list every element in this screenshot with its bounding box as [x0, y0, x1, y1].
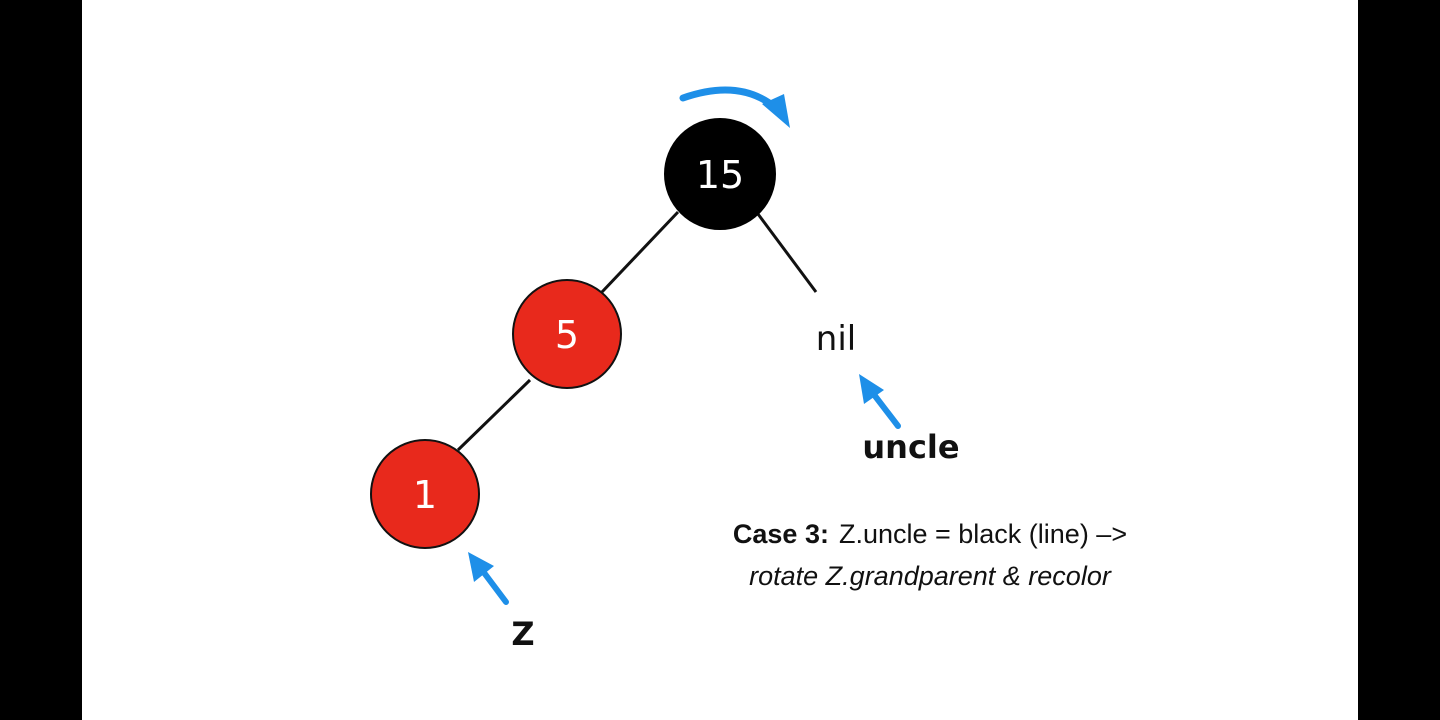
uncle-pointer-arrow-icon [859, 374, 901, 429]
caption-condition: Z.uncle = black (line) –> [838, 519, 1128, 549]
nil-leaf-label: nil [816, 319, 856, 359]
caption-condition-line: Case 3: Z.uncle = black (line) –> [700, 512, 1160, 556]
tree-node-15: 15 [664, 118, 776, 230]
case-caption: Case 3: Z.uncle = black (line) –> rotate … [700, 512, 1160, 596]
uncle-label: uncle [862, 428, 959, 466]
z-pointer-arrow-icon [468, 552, 509, 605]
edge-5-1 [456, 378, 532, 452]
z-label: Z [511, 615, 534, 653]
node-5-label: 5 [555, 313, 579, 357]
tree-node-5: 5 [512, 279, 622, 389]
curved-arrow-right-icon [679, 86, 790, 128]
tree-node-1: 1 [370, 439, 480, 549]
node-1-label: 1 [413, 473, 437, 517]
edge-15-nil [756, 213, 818, 293]
caption-case-label: Case 3: [732, 519, 829, 549]
caption-action: rotate Z.grandparent & recolor [749, 561, 1111, 591]
node-15-label: 15 [696, 153, 744, 197]
edge-15-5 [600, 210, 680, 294]
